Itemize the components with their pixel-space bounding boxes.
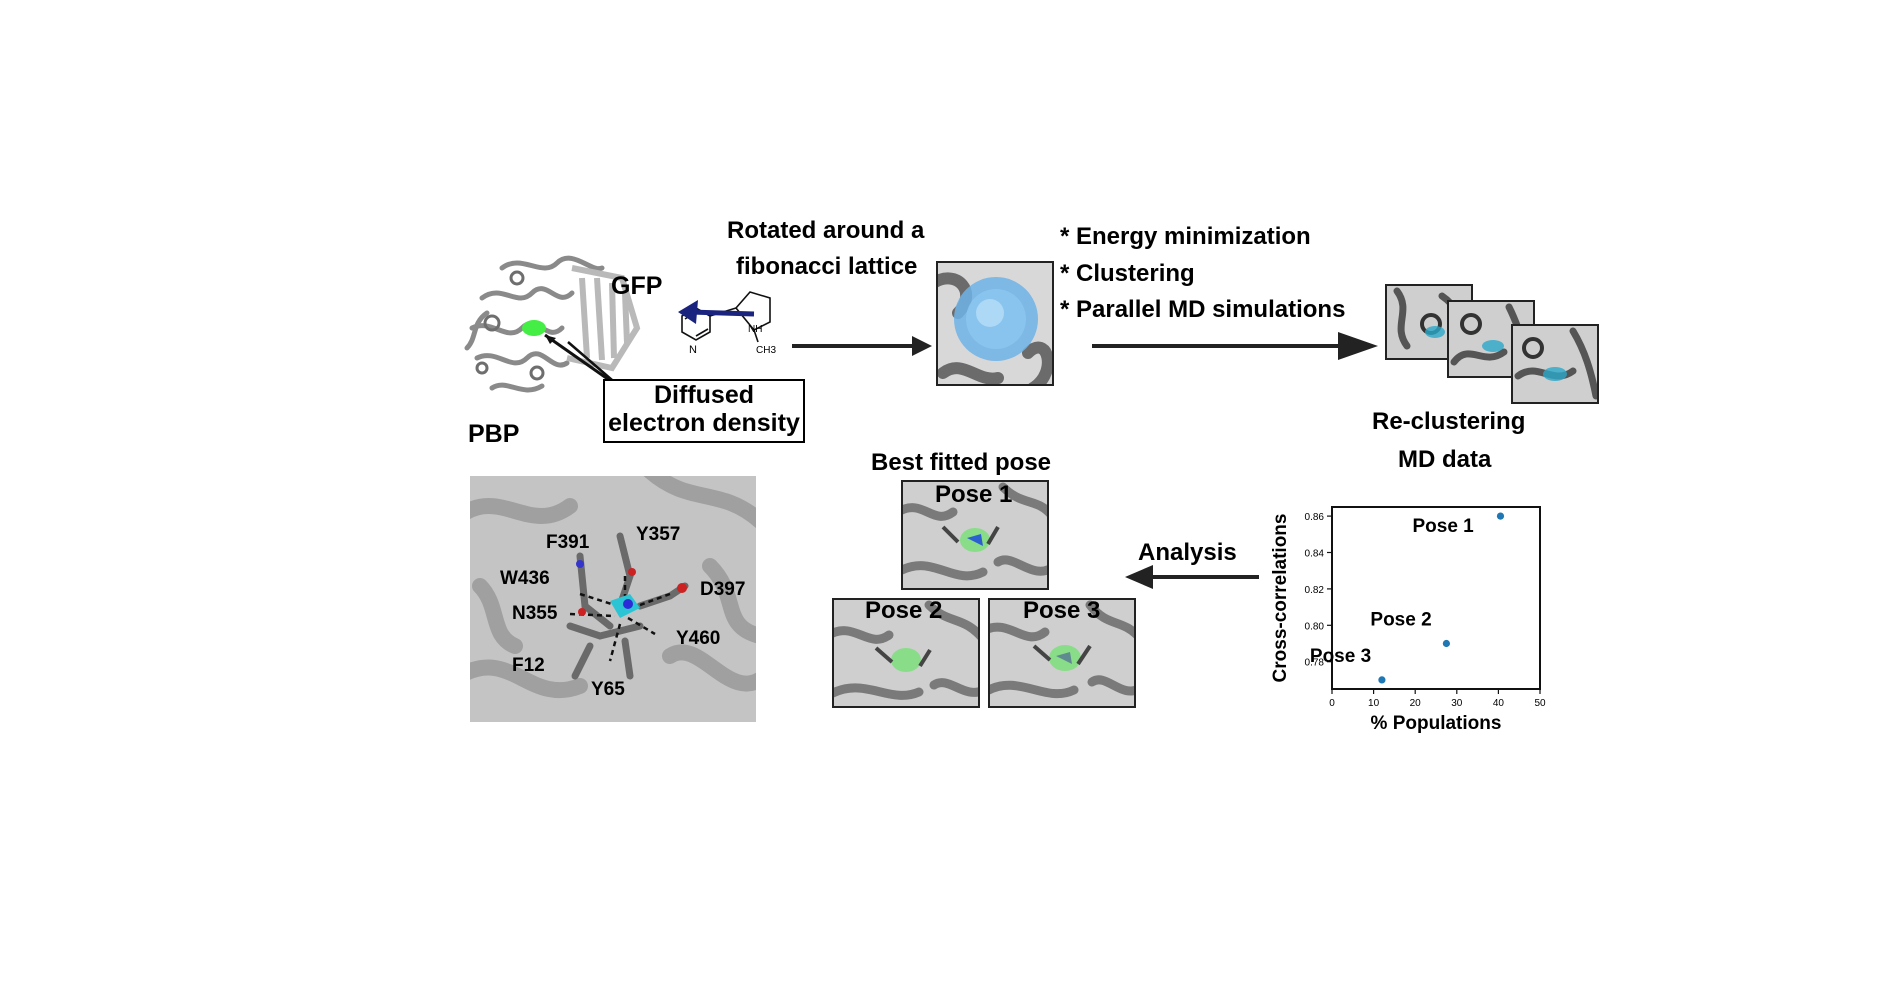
x-tick-label: 20 bbox=[1410, 698, 1422, 709]
rotated-line-2: fibonacci lattice bbox=[736, 253, 918, 280]
x-tick-label: 30 bbox=[1451, 698, 1463, 709]
pbp-label: PBP bbox=[468, 420, 520, 448]
y-tick-label: 0.84 bbox=[1305, 549, 1325, 560]
molecule-ch3-label: CH3 bbox=[756, 345, 776, 356]
arrow-to-md-panes bbox=[1092, 332, 1378, 360]
step-energy-minimization: * Energy minimization bbox=[1060, 223, 1311, 250]
pose-3-label: Pose 3 bbox=[1023, 597, 1101, 624]
gfp-label: GFP bbox=[611, 272, 663, 300]
residue-n355: N355 bbox=[512, 603, 558, 624]
residue-y460: Y460 bbox=[676, 628, 721, 649]
recluster-line-1: Re-clustering bbox=[1372, 408, 1526, 435]
diffused-line-2: electron density bbox=[608, 409, 800, 437]
ligand-molecule: N NH CH3 bbox=[678, 291, 776, 356]
residue-w436: W436 bbox=[500, 568, 550, 589]
recluster-line-2: MD data bbox=[1398, 446, 1492, 473]
molecule-nh-label: NH bbox=[748, 324, 762, 335]
x-tick-label: 0 bbox=[1329, 698, 1335, 709]
fibonacci-lattice-pane bbox=[936, 261, 1054, 386]
pose-2-label: Pose 2 bbox=[865, 597, 943, 624]
binding-pocket-panel bbox=[470, 476, 756, 722]
data-point bbox=[1442, 639, 1450, 648]
data-point bbox=[1378, 676, 1386, 684]
best-fitted-title: Best fitted pose bbox=[871, 449, 1052, 476]
x-tick-label: 10 bbox=[1368, 698, 1380, 709]
diffused-density-box: Diffused electron density bbox=[603, 379, 805, 443]
density-pointer-lines bbox=[544, 333, 613, 384]
x-tick-label: 40 bbox=[1493, 698, 1505, 709]
step-clustering: * Clustering bbox=[1060, 260, 1195, 287]
y-tick-label: 0.86 bbox=[1305, 512, 1325, 523]
x-tick-label: 50 bbox=[1534, 698, 1546, 709]
plot-frame bbox=[1331, 506, 1541, 690]
arrow-to-fibonacci bbox=[792, 336, 932, 356]
residue-f391: F391 bbox=[546, 532, 590, 553]
point-label: Pose 1 bbox=[1412, 516, 1474, 537]
protein-structure-illustration bbox=[464, 255, 641, 393]
cross-correlation-scatter-plot: 0.78 0.80 0.82 0.84 0.86 0 10 20 30 40 50 Pose 1 P… bbox=[1270, 506, 1546, 734]
residue-y65: Y65 bbox=[591, 679, 625, 700]
y-tick-label: 0.82 bbox=[1305, 585, 1325, 596]
step-parallel-md: * Parallel MD simulations bbox=[1060, 296, 1346, 323]
analysis-arrow bbox=[1125, 565, 1259, 589]
md-snapshot-3 bbox=[1511, 324, 1599, 404]
analysis-label: Analysis bbox=[1138, 539, 1237, 566]
pose-1-label: Pose 1 bbox=[935, 481, 1013, 508]
y-axis-label: Cross-correlations bbox=[1270, 514, 1291, 683]
y-tick-label: 0.78 bbox=[1305, 658, 1325, 669]
residue-y357: Y357 bbox=[636, 524, 681, 545]
point-label: Pose 2 bbox=[1370, 610, 1431, 631]
pose-3-panel bbox=[988, 598, 1136, 708]
rotated-line-1: Rotated around a bbox=[727, 217, 925, 244]
data-point bbox=[1496, 512, 1505, 520]
x-axis-label: % Populations bbox=[1371, 713, 1502, 734]
residue-d397: D397 bbox=[700, 579, 746, 600]
y-tick-label: 0.80 bbox=[1305, 621, 1325, 632]
residue-f12: F12 bbox=[512, 655, 545, 676]
point-label: Pose 3 bbox=[1310, 646, 1371, 667]
diffused-line-1: Diffused bbox=[654, 381, 754, 409]
pose-2-panel bbox=[832, 598, 980, 708]
molecule-n-label: N bbox=[689, 344, 697, 356]
pose-1-panel bbox=[901, 480, 1049, 590]
